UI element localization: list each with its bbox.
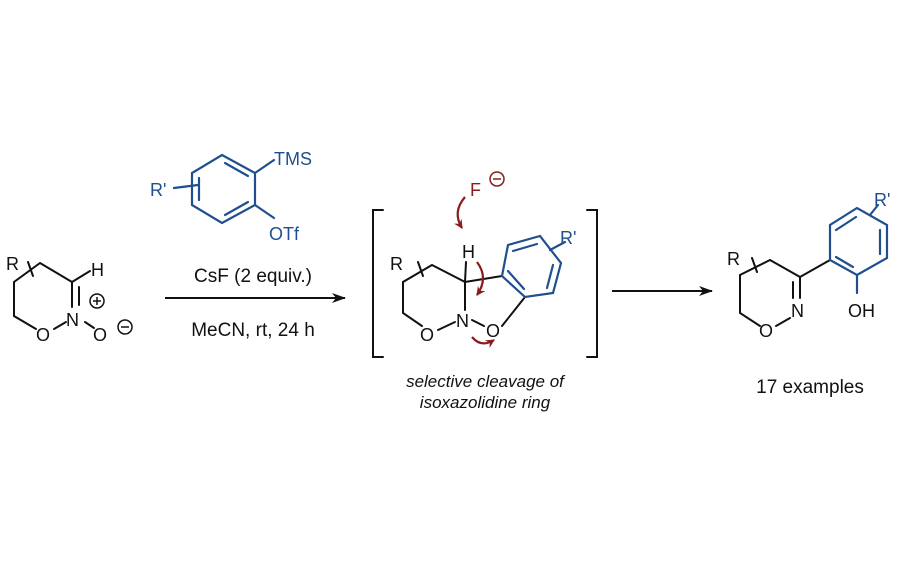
bond-cleavage-arrow-2	[471, 336, 495, 349]
r-label: R	[6, 254, 19, 274]
ring-o-label: O	[420, 325, 434, 345]
fused-o-label: O	[486, 321, 500, 341]
bond-cleavage-arrow-1	[476, 261, 486, 296]
aryne-precursor: R' TMS OTf	[150, 149, 312, 244]
fluoride-label: F	[470, 180, 481, 200]
fused-benzene-ring: R'	[500, 228, 576, 299]
minus-charge-icon	[117, 319, 133, 335]
n-label: N	[66, 310, 79, 330]
ring-o-label: O	[36, 325, 50, 345]
caption-line-1: selective cleavage of	[406, 372, 566, 391]
conditions-label: MeCN, rt, 24 h	[191, 320, 315, 341]
benzene-ring	[190, 153, 257, 225]
h-label: H	[462, 242, 475, 262]
r-prime-label: R'	[874, 190, 890, 210]
n-label: N	[456, 311, 469, 331]
r-label: R	[727, 249, 740, 269]
fluoride-minus-icon	[489, 171, 505, 187]
examples-count: 17 examples	[756, 377, 864, 398]
ch-bond	[71, 270, 91, 283]
r-prime-label: R'	[560, 228, 576, 248]
intermediate: F R H N O O R' selective cleavage of iso…	[372, 171, 598, 412]
reagent-label: CsF (2 equiv.)	[194, 266, 312, 287]
otf-label: OTf	[269, 224, 300, 244]
tms-label: TMS	[274, 149, 312, 169]
n-label: N	[791, 301, 804, 321]
left-bracket	[372, 209, 384, 358]
fluoride-attack-arrow	[453, 196, 466, 229]
ring-bonds	[13, 262, 95, 330]
oh-label: OH	[848, 301, 875, 321]
right-bracket	[586, 209, 598, 358]
r-prime-label: R'	[150, 180, 166, 200]
caption-line-2: isoxazolidine ring	[420, 393, 551, 412]
ring-o-label: O	[759, 321, 773, 341]
o-minus-label: O	[93, 325, 107, 345]
phenol-ring: R'	[828, 190, 890, 295]
r-substituent-bond	[27, 261, 34, 277]
h-label: H	[91, 260, 104, 280]
starting-nitronate: R H N O O	[6, 254, 133, 345]
plus-charge-icon	[89, 293, 105, 309]
oc-bond	[501, 296, 526, 327]
r-label: R	[390, 254, 403, 274]
product: R N O R' OH 17 examples	[727, 190, 890, 398]
